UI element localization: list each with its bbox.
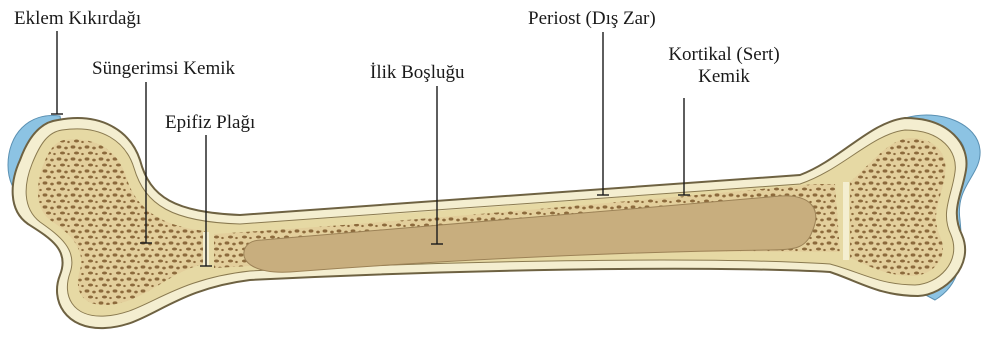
label-epiphyseal-plate: Epifiz Plağı	[165, 112, 255, 134]
label-articular-cartilage: Eklem Kıkırdağı	[14, 8, 141, 30]
label-periosteum: Periost (Dış Zar)	[528, 8, 656, 30]
label-cortical-bone: Kortikal (Sert) Kemik	[644, 44, 804, 88]
label-cortical-bone-line1: Kortikal (Sert)	[644, 44, 804, 66]
label-marrow-cavity: İlik Boşluğu	[370, 62, 464, 84]
label-cortical-bone-line2: Kemik	[644, 66, 804, 88]
label-spongy-bone: Süngerimsi Kemik	[92, 58, 235, 80]
